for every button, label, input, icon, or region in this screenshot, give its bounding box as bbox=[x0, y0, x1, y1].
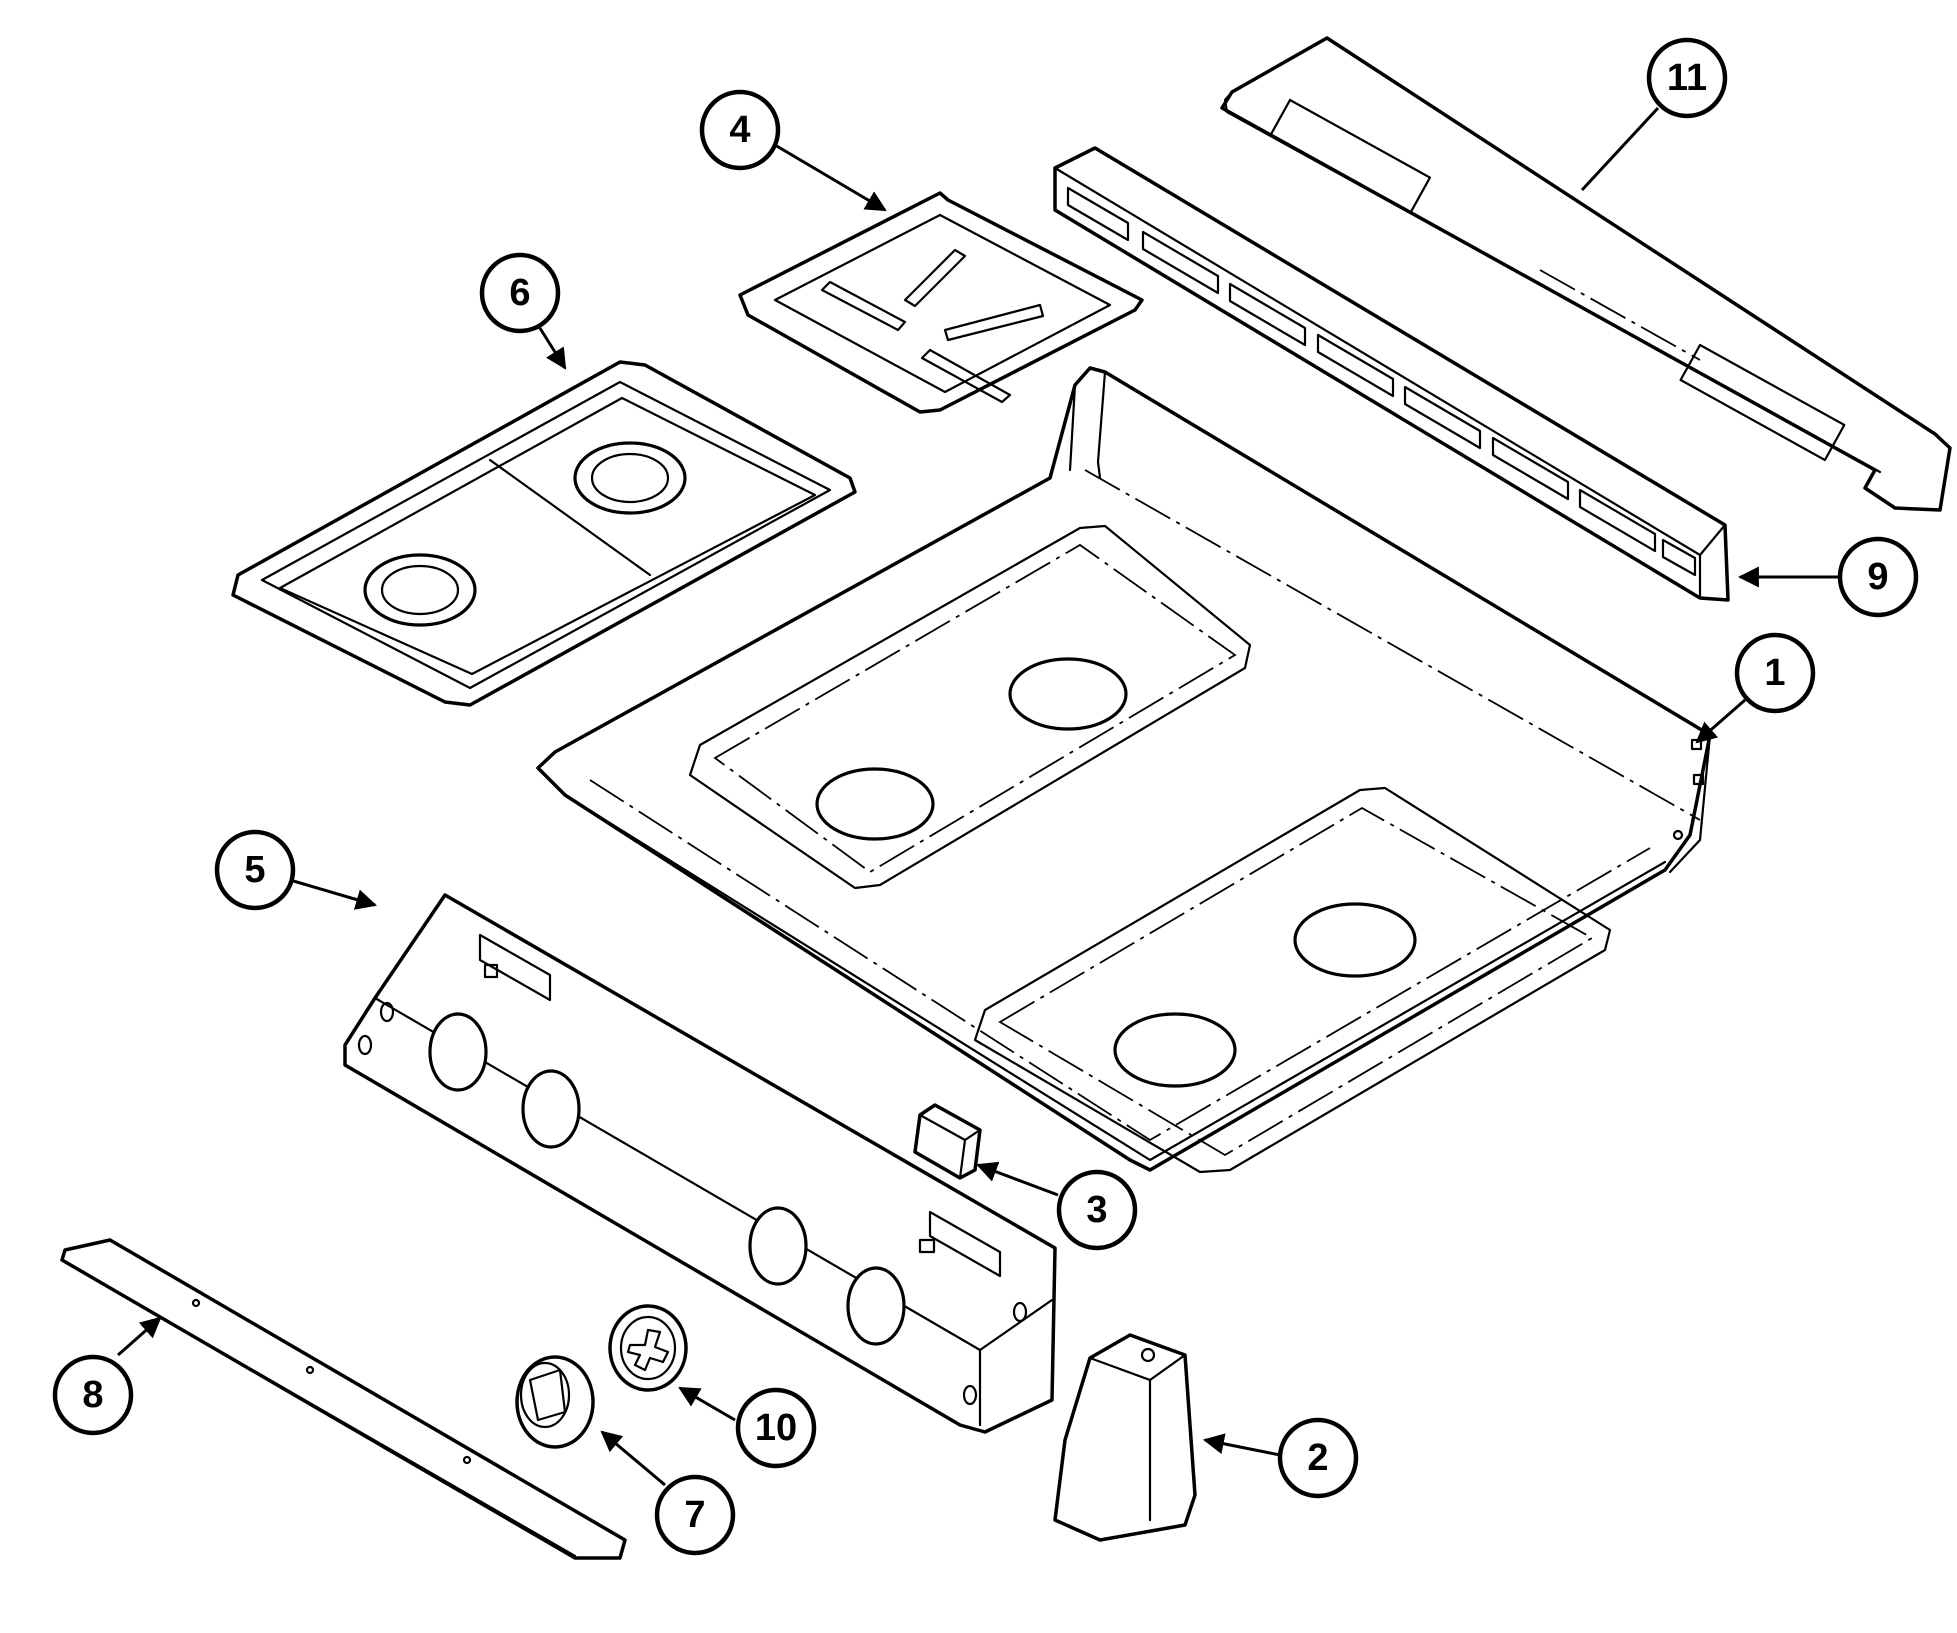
leader-6 bbox=[536, 324, 567, 370]
part-bezel-10 bbox=[608, 1304, 688, 1392]
callout-10: 10 bbox=[735, 1387, 817, 1469]
callout-label-2: 2 bbox=[1307, 1437, 1328, 1479]
leader-4 bbox=[774, 143, 887, 212]
leader-10 bbox=[678, 1386, 736, 1422]
part-knob-7 bbox=[515, 1355, 595, 1449]
callout-label-3: 3 bbox=[1086, 1189, 1107, 1231]
callout-6: 6 bbox=[479, 252, 561, 334]
callout-label-9: 9 bbox=[1867, 556, 1888, 598]
callout-3: 3 bbox=[1056, 1169, 1138, 1251]
callout-9: 9 bbox=[1837, 536, 1919, 618]
leader-5 bbox=[289, 878, 378, 910]
callout-4: 4 bbox=[699, 89, 781, 171]
callout-label-1: 1 bbox=[1764, 652, 1785, 694]
leader-7 bbox=[600, 1430, 666, 1487]
part-trim-strip-8 bbox=[60, 1238, 627, 1560]
callouts: 1 2 3 4 5 6 7 8 bbox=[52, 37, 1919, 1556]
callout-label-4: 4 bbox=[729, 109, 750, 151]
leader-lines bbox=[117, 106, 1840, 1487]
callout-label-5: 5 bbox=[244, 849, 265, 891]
callout-5: 5 bbox=[214, 829, 296, 911]
part-vent-trim-9 bbox=[1053, 146, 1730, 602]
part-control-panel-5 bbox=[343, 893, 1057, 1434]
leader-1 bbox=[1695, 698, 1746, 744]
callout-label-6: 6 bbox=[509, 272, 530, 314]
leader-11 bbox=[1580, 106, 1660, 192]
part-end-cap-2 bbox=[1053, 1333, 1197, 1542]
callout-2: 2 bbox=[1277, 1417, 1359, 1499]
leader-3 bbox=[976, 1161, 1059, 1197]
callout-1: 1 bbox=[1734, 632, 1816, 714]
callout-11: 11 bbox=[1646, 37, 1728, 119]
leader-2 bbox=[1202, 1433, 1281, 1457]
leader-8 bbox=[117, 1316, 162, 1357]
part-trim-cap-11 bbox=[1220, 36, 1952, 512]
callout-8: 8 bbox=[52, 1354, 134, 1436]
part-clip-3 bbox=[913, 1103, 982, 1180]
callout-label-8: 8 bbox=[82, 1374, 103, 1416]
callout-label-11: 11 bbox=[1667, 57, 1707, 99]
vent-slots bbox=[1066, 186, 1697, 577]
part-main-cooktop-1 bbox=[536, 366, 1712, 1174]
callout-7: 7 bbox=[654, 1474, 736, 1556]
callout-label-10: 10 bbox=[755, 1407, 797, 1449]
callout-label-7: 7 bbox=[684, 1494, 705, 1536]
part-burner-grate-4 bbox=[738, 191, 1144, 414]
part-burner-tray-6 bbox=[231, 360, 857, 707]
